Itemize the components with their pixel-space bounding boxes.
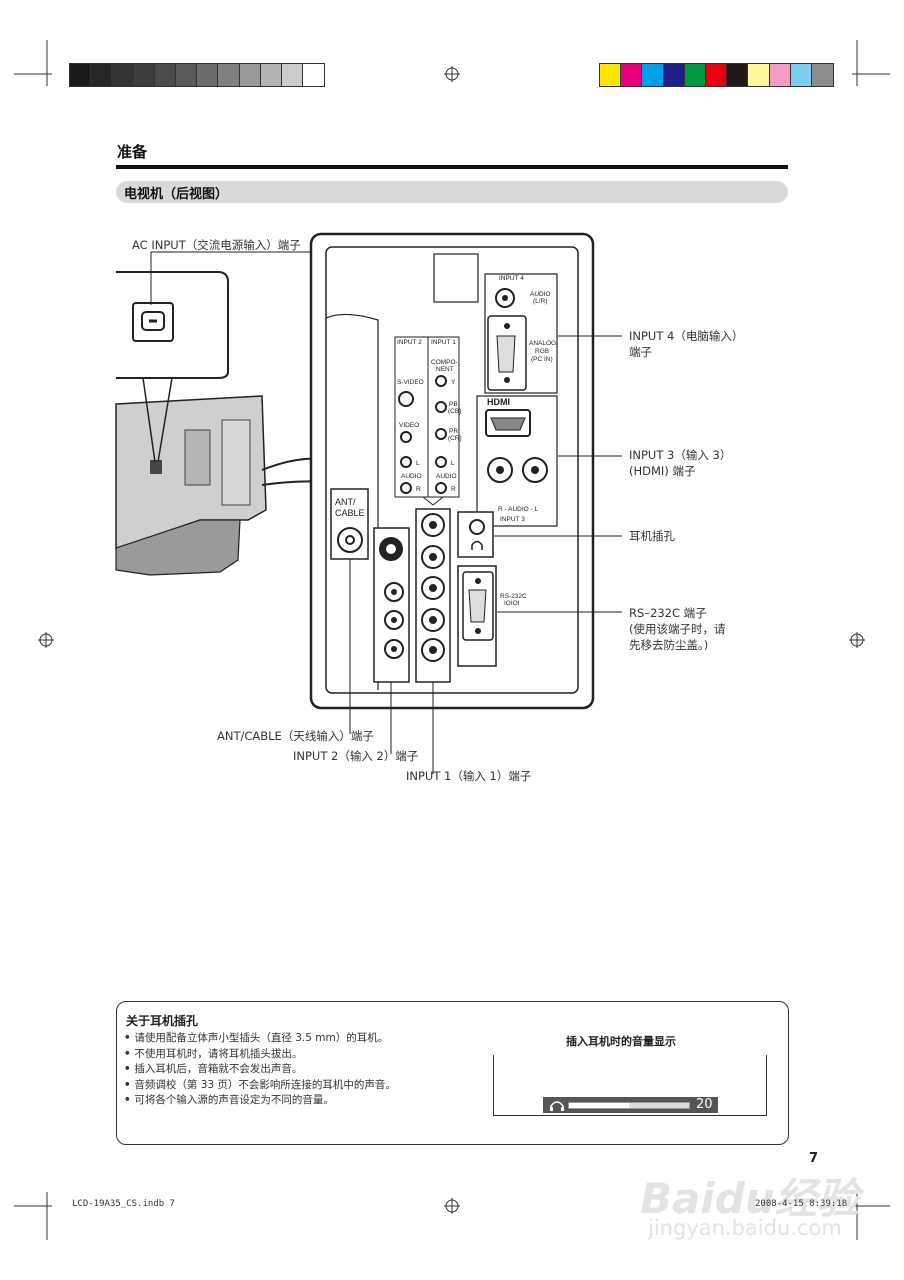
watermark: Baidu经验 xyxy=(640,1174,859,1223)
color-swatch xyxy=(196,63,220,87)
color-swatch xyxy=(69,63,92,87)
panel-svideo: S-VIDEO xyxy=(397,379,424,386)
callout-rs232-line3: 先移去防尘盖。) xyxy=(629,638,709,652)
list-item: 不使用耳机时，请将耳机插头拔出。 xyxy=(124,1047,396,1063)
panel-l-1: L xyxy=(451,460,455,467)
panel-pb: PB xyxy=(449,401,458,408)
list-item: 请使用配备立体声小型插头（直径 3.5 mm）的耳机。 xyxy=(124,1031,396,1047)
color-swatch xyxy=(726,63,750,87)
panel-input1: INPUT 1 xyxy=(431,339,456,346)
panel-ant: ANT/ xyxy=(335,497,356,507)
panel-r-2: R xyxy=(416,486,421,493)
volume-level-track xyxy=(568,1102,690,1109)
panel-pr: PR xyxy=(449,428,458,435)
footer-right: 2008-4-15 8:39:18 xyxy=(755,1199,848,1209)
panel-nent: NENT xyxy=(436,366,454,373)
color-swatch xyxy=(768,63,792,87)
callout-input3-line2: (HDMI) 端子 xyxy=(629,464,696,478)
callout-input1: INPUT 1（输入 1）端子 xyxy=(406,769,532,783)
panel-ioioi: IOIOI xyxy=(504,600,520,607)
volume-display-frame xyxy=(493,1055,767,1116)
page-number: 7 xyxy=(809,1151,819,1166)
panel-rgb: RGB xyxy=(535,348,549,355)
color-swatch xyxy=(683,63,707,87)
panel-cable: CABLE xyxy=(335,508,365,518)
panel-input2: INPUT 2 xyxy=(397,339,422,346)
panel-y: Y xyxy=(451,379,456,386)
panel-video: VIDEO xyxy=(399,422,419,429)
color-swatch xyxy=(132,63,156,87)
panel-audio-2: AUDIO xyxy=(401,473,422,480)
callout-input4-line1: INPUT 4（电脑输入） xyxy=(629,329,744,343)
color-swatch xyxy=(302,63,326,87)
list-item: 可将各个输入源的声音设定为不同的音量。 xyxy=(124,1093,396,1109)
title-rule xyxy=(116,165,788,169)
color-swatch xyxy=(599,63,622,87)
panel-r-1: R xyxy=(451,486,456,493)
panel-rs232c: RS-232C xyxy=(500,593,527,600)
callout-headphone: 耳机插孔 xyxy=(629,529,675,543)
panel-cr: (CR) xyxy=(448,435,462,442)
callout-input4-line2: 端子 xyxy=(629,345,652,359)
color-swatch xyxy=(281,63,304,87)
subsection-title: 电视机（后视图） xyxy=(124,187,229,202)
panel-cb: (CB) xyxy=(448,408,461,415)
color-swatch xyxy=(153,63,177,87)
callout-input3-line1: INPUT 3（输入 3） xyxy=(629,448,732,462)
color-swatch xyxy=(90,63,114,87)
notes-list: 请使用配备立体声小型插头（直径 3.5 mm）的耳机。 不使用耳机时，请将耳机插… xyxy=(124,1031,396,1109)
panel-compo: COMPO- xyxy=(431,359,458,366)
color-swatch xyxy=(217,63,241,87)
panel-pcin: (PC IN) xyxy=(531,356,553,363)
panel-input3: INPUT 3 xyxy=(500,516,525,523)
color-swatch xyxy=(811,63,834,87)
color-swatch xyxy=(789,63,813,87)
callout-input2: INPUT 2（输入 2）端子 xyxy=(293,749,419,763)
color-swatch xyxy=(620,63,644,87)
callout-rs232-line2: (使用该端子时，请 xyxy=(629,622,726,636)
headphone-icon xyxy=(550,1101,564,1111)
callout-rs232-line1: RS–232C 端子 xyxy=(629,606,707,620)
panel-audio: AUDIO xyxy=(530,291,551,298)
panel-input4: INPUT 4 xyxy=(499,275,524,282)
footer-left: LCD-19A35_CS.indb 7 xyxy=(72,1199,175,1209)
color-swatch xyxy=(111,63,135,87)
volume-level-fill xyxy=(569,1103,629,1108)
headphone-notes-box xyxy=(116,1001,789,1145)
color-swatch xyxy=(259,63,283,87)
watermark-url: jingyan.baidu.com xyxy=(648,1216,842,1240)
panel-analog: ANALOG xyxy=(529,340,556,347)
list-item: 音频调校（第 33 页）不会影响所连接的耳机中的声音。 xyxy=(124,1078,396,1094)
color-swatch xyxy=(175,63,198,87)
color-swatch xyxy=(747,63,771,87)
callout-ac-input: AC INPUT（交流电源输入）端子 xyxy=(132,238,301,252)
panel-lr: (L/R) xyxy=(533,298,547,305)
panel-hdmi: HDMI xyxy=(487,397,510,407)
list-item: 插入耳机后，音箱就不会发出声音。 xyxy=(124,1062,396,1078)
tv-body-illustration xyxy=(115,395,267,576)
color-swatch xyxy=(238,63,262,87)
volume-value: 20 xyxy=(696,1097,713,1112)
subsection-bar: 电视机（后视图） xyxy=(116,181,788,203)
section-title: 准备 xyxy=(117,143,148,161)
color-swatch xyxy=(662,63,686,87)
color-swatch xyxy=(705,63,728,87)
notes-title: 关于耳机插孔 xyxy=(126,1014,199,1028)
panel-audio-1: AUDIO xyxy=(436,473,457,480)
panel-r-audio-l: R - AUDIO - L xyxy=(498,506,538,513)
color-swatch xyxy=(641,63,665,87)
panel-l-2: L xyxy=(416,460,420,467)
callout-ant-cable: ANT/CABLE（天线输入）端子 xyxy=(217,729,374,743)
volume-display-title: 插入耳机时的音量显示 xyxy=(566,1035,676,1048)
